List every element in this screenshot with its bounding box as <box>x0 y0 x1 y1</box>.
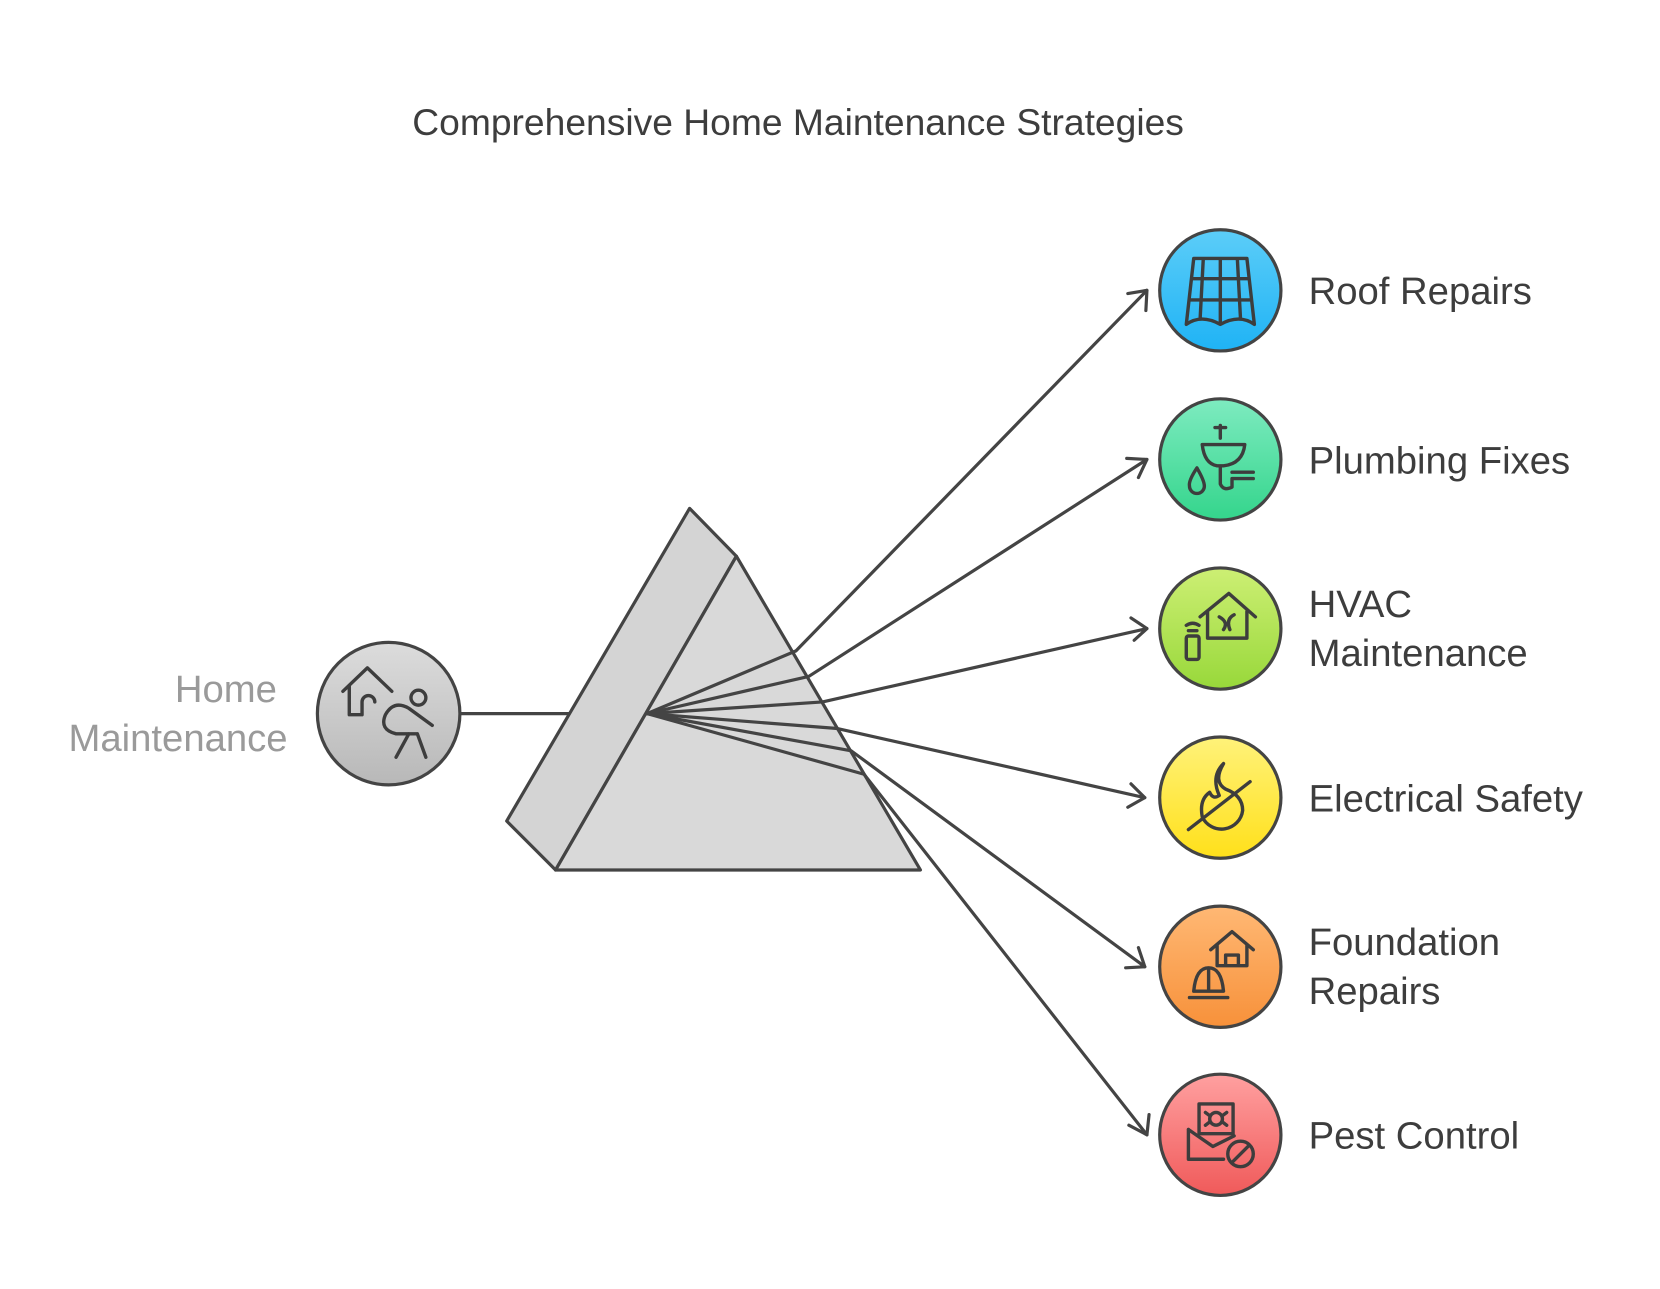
ray-plumbing <box>645 457 1149 716</box>
house-fan-icon <box>1184 591 1258 662</box>
ray-pest <box>645 712 1149 1137</box>
ray-roof <box>645 288 1149 716</box>
item-label: Plumbing Fixes <box>1309 439 1571 482</box>
sink-pipe-icon <box>1187 423 1255 496</box>
rays <box>645 288 1151 1137</box>
arrowhead-icon <box>1125 456 1149 480</box>
item-plumbing-fixes: Plumbing Fixes <box>1158 397 1571 522</box>
arrowhead-icon <box>1124 946 1147 970</box>
diagram-title: Comprehensive Home Maintenance Strategie… <box>412 101 1184 143</box>
item-label: Electrical Safety <box>1309 777 1584 820</box>
source-node <box>315 640 462 787</box>
item-label: Roof Repairs <box>1309 270 1532 313</box>
ray-hvac <box>645 626 1149 716</box>
source-label: Home Maintenance <box>68 668 287 760</box>
arrowhead-icon <box>1126 782 1147 809</box>
roof-tiles-icon <box>1184 256 1257 327</box>
no-fire-icon <box>1186 761 1252 832</box>
pest-block-icon <box>1186 1102 1255 1169</box>
house-hardhat-icon <box>1187 929 1255 1000</box>
item-roof-repairs: Roof Repairs <box>1158 228 1532 353</box>
arrowhead-icon <box>1129 616 1149 642</box>
ray-foundation <box>645 712 1147 969</box>
item-label: Pest Control <box>1309 1115 1520 1158</box>
item-pest-control: Pest Control <box>1158 1072 1520 1198</box>
arrowhead-icon <box>1127 1112 1151 1137</box>
prism <box>505 506 922 872</box>
ray-electrical <box>645 712 1147 800</box>
home-person-icon <box>341 666 434 759</box>
arrowhead-icon <box>1126 288 1149 313</box>
item-electrical-safety: Electrical Safety <box>1158 735 1584 860</box>
